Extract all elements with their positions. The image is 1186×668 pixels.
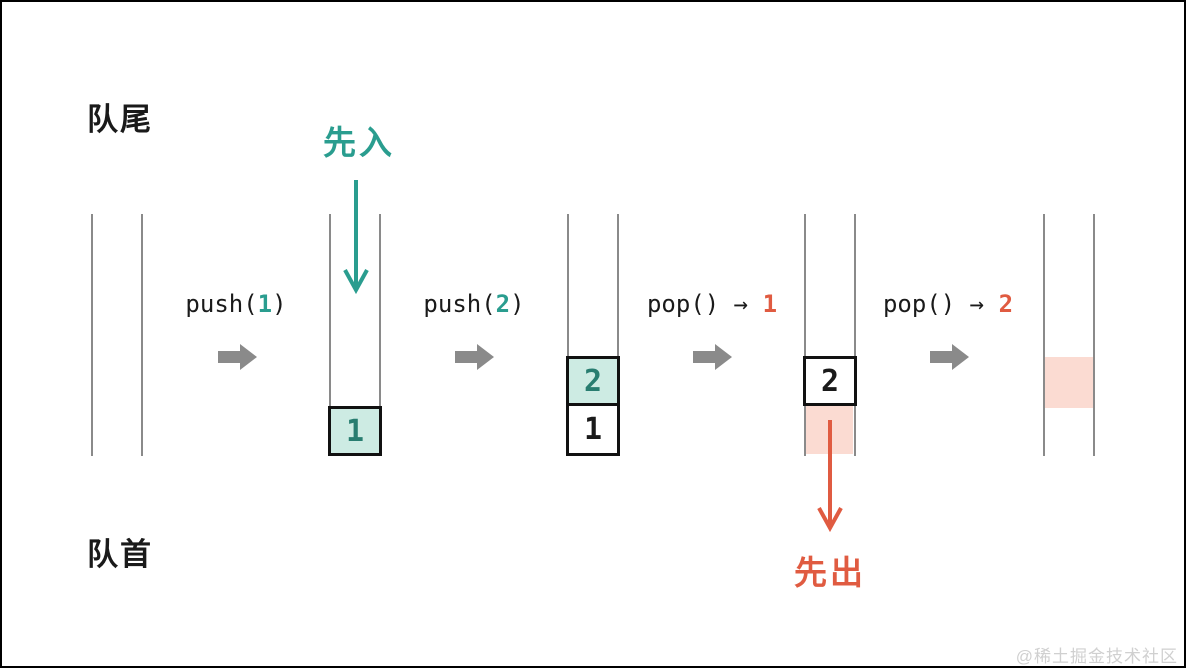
op-value: 1: [257, 290, 273, 318]
op-value: 2: [998, 290, 1014, 318]
queue-tube-after-push1: [329, 214, 381, 456]
cell-value: 1: [345, 413, 365, 449]
op-value: 2: [495, 290, 511, 318]
watermark: @稀土掘金技术社区: [1015, 647, 1178, 666]
first-out-label: 先出: [794, 554, 866, 591]
queue-tube-empty: [91, 214, 143, 456]
queue-cell: 2: [566, 356, 620, 406]
popped-cell-ghost: [1045, 357, 1093, 408]
queue-cell: 2: [803, 356, 857, 406]
op-text: ): [272, 290, 287, 318]
op-text: ): [510, 290, 525, 318]
operation-label-pop-2: pop() → 2: [883, 289, 1013, 319]
queue-head-label: 队首: [87, 537, 153, 572]
queue-tube-after-pop2: [1043, 214, 1095, 456]
first-out-arrow-icon: [817, 420, 843, 533]
queue-tube-after-pop1: [804, 214, 856, 456]
transition-arrow-icon: [693, 344, 732, 370]
first-in-arrow-icon: [343, 180, 369, 295]
queue-tube-after-push2: [567, 214, 619, 456]
operation-label-pop-1: pop() → 1: [647, 289, 777, 319]
cell-value: 2: [820, 363, 840, 399]
queue-cell: 1: [328, 406, 382, 456]
transition-arrow-icon: [455, 344, 494, 370]
op-value: 1: [762, 290, 778, 318]
op-text: pop() →: [646, 290, 763, 318]
operation-label-push-2: push(2): [423, 289, 524, 319]
cell-value: 1: [583, 412, 603, 447]
op-text: push(: [423, 290, 496, 318]
queue-cell: 1: [566, 403, 620, 456]
operation-label-push-1: push(1): [185, 289, 286, 319]
first-in-label: 先入: [323, 124, 395, 161]
transition-arrow-icon: [930, 344, 969, 370]
queue-tail-label: 队尾: [87, 102, 153, 137]
cell-value: 2: [583, 363, 603, 399]
transition-arrow-icon: [218, 344, 257, 370]
op-text: pop() →: [882, 290, 999, 318]
op-text: push(: [185, 290, 258, 318]
